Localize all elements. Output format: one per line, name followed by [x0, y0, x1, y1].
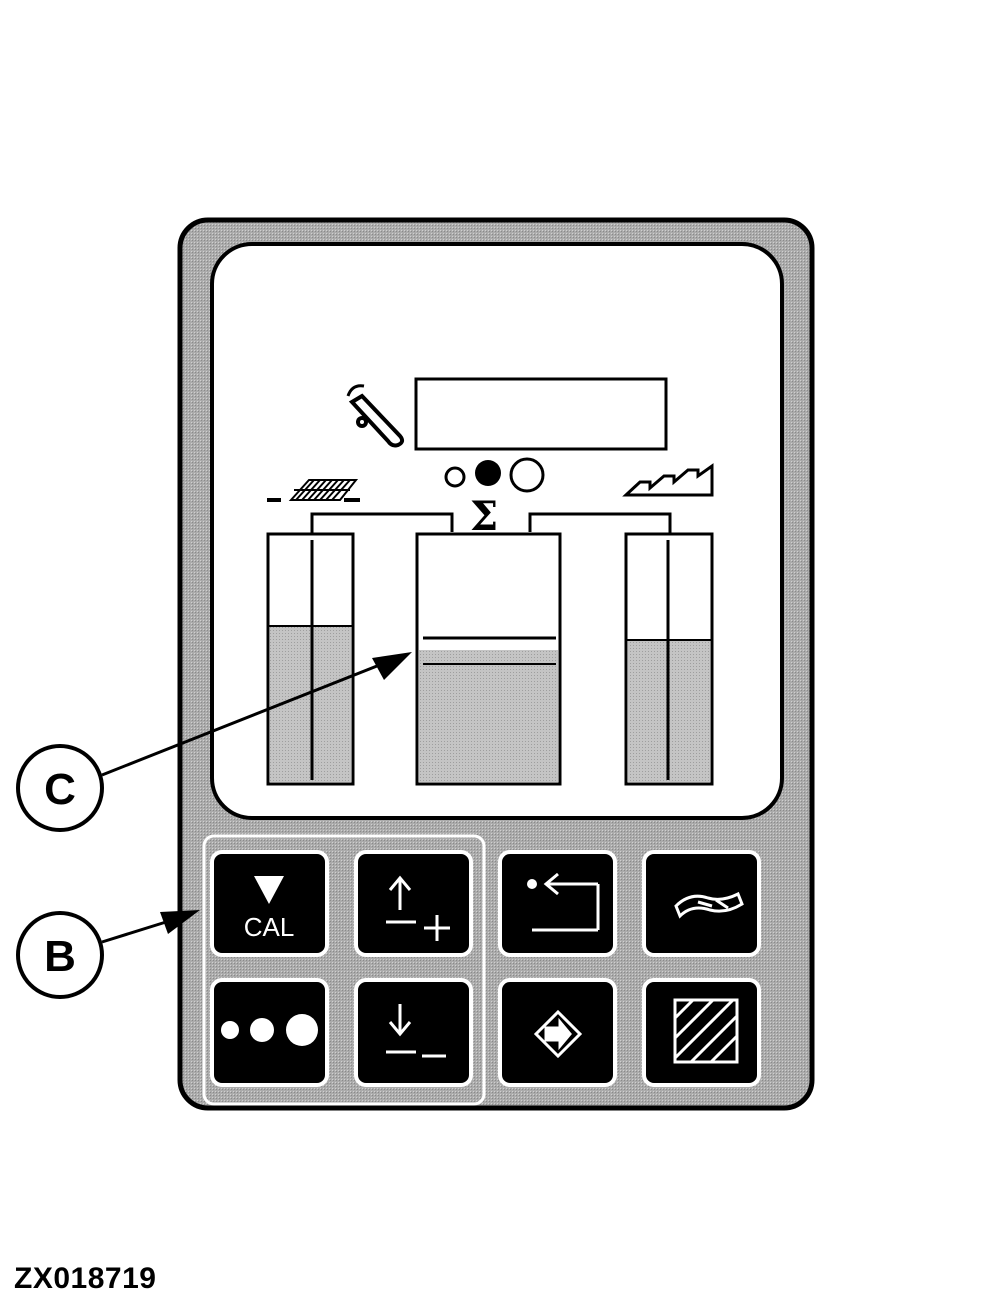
cal-button[interactable]: CAL — [210, 850, 329, 957]
decrease-button[interactable] — [354, 978, 473, 1087]
indicator-dots — [444, 457, 545, 493]
callout-b: B — [16, 910, 200, 999]
map-button[interactable] — [642, 850, 761, 957]
calibration-button-group — [202, 834, 486, 1106]
figure-id: ZX018719 — [14, 1262, 157, 1295]
center-bar-gauge — [415, 532, 562, 786]
sum-symbol: Σ — [470, 493, 498, 540]
area-button[interactable] — [642, 978, 761, 1087]
arrow-up-plus-icon — [386, 875, 450, 941]
diamond-arrow-icon — [533, 1009, 583, 1059]
enter-return-icon — [527, 872, 600, 932]
svg-text:B: B — [44, 932, 76, 981]
map-icon — [674, 891, 744, 919]
right-bar-gauge — [624, 532, 714, 786]
readout-box — [414, 377, 668, 451]
connector-left — [310, 512, 454, 534]
next-screen-button[interactable] — [498, 978, 617, 1087]
enter-button[interactable] — [498, 850, 617, 957]
svg-text:C: C — [44, 765, 76, 814]
hatched-square-icon — [673, 998, 739, 1064]
increase-button[interactable] — [354, 850, 473, 957]
field-rate-icon — [267, 479, 360, 502]
sawtooth-icon — [622, 463, 714, 497]
left-bar-gauge — [266, 532, 355, 786]
connector-right — [528, 512, 672, 534]
center-bar-fill — [419, 650, 558, 782]
cal-label: CAL — [244, 912, 295, 942]
menu-dots-button[interactable] — [210, 978, 329, 1087]
wrench-gear-icon — [346, 384, 405, 448]
arrow-down-minus-icon — [386, 1004, 446, 1058]
down-triangle-icon — [254, 876, 284, 904]
callout-c: C — [16, 652, 412, 832]
three-dots-icon — [221, 1014, 318, 1046]
indicator-dot-large — [509, 457, 545, 493]
indicator-dot-filled — [475, 460, 501, 486]
indicator-dot-small — [444, 466, 466, 488]
